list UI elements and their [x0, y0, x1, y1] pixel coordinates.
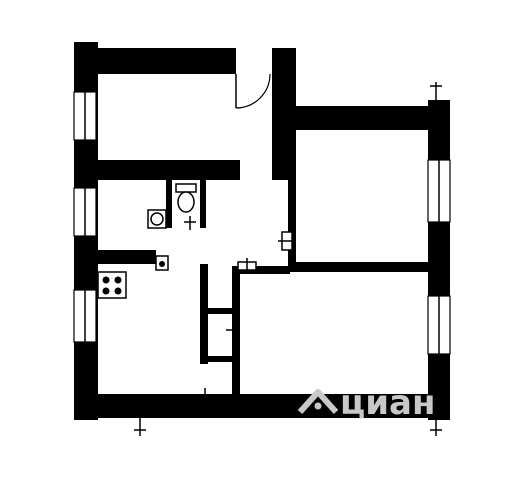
cian-logo-icon	[297, 389, 339, 415]
interior-walls	[96, 160, 438, 394]
wall-bath-h2	[200, 308, 232, 314]
windows	[73, 91, 451, 355]
door-swing-icon	[235, 48, 272, 109]
kitchen-sink-icon	[155, 255, 169, 271]
wall-bath-h1	[232, 266, 290, 274]
wall-right	[428, 100, 450, 420]
radiator-icon	[184, 216, 296, 338]
outer-walls	[74, 42, 450, 420]
wall-mid-right-h	[288, 262, 438, 272]
wall-wc-right	[200, 180, 206, 228]
wall-top-right	[272, 106, 450, 130]
wall-bottom	[74, 394, 450, 418]
wall-hall-top	[96, 160, 240, 180]
wall-kitchen-top	[96, 250, 156, 264]
wall-wc-left	[166, 180, 172, 228]
wall-bath-h3	[200, 356, 232, 362]
exterior-details	[134, 82, 442, 436]
stove-icon	[97, 271, 127, 299]
toilet-icon	[175, 183, 197, 213]
watermark-text: циан	[340, 383, 435, 423]
watermark: циан	[297, 383, 435, 423]
wall-mid-right-v	[288, 180, 296, 266]
sink-icon	[147, 209, 167, 229]
wall-bath-v2	[232, 270, 240, 394]
